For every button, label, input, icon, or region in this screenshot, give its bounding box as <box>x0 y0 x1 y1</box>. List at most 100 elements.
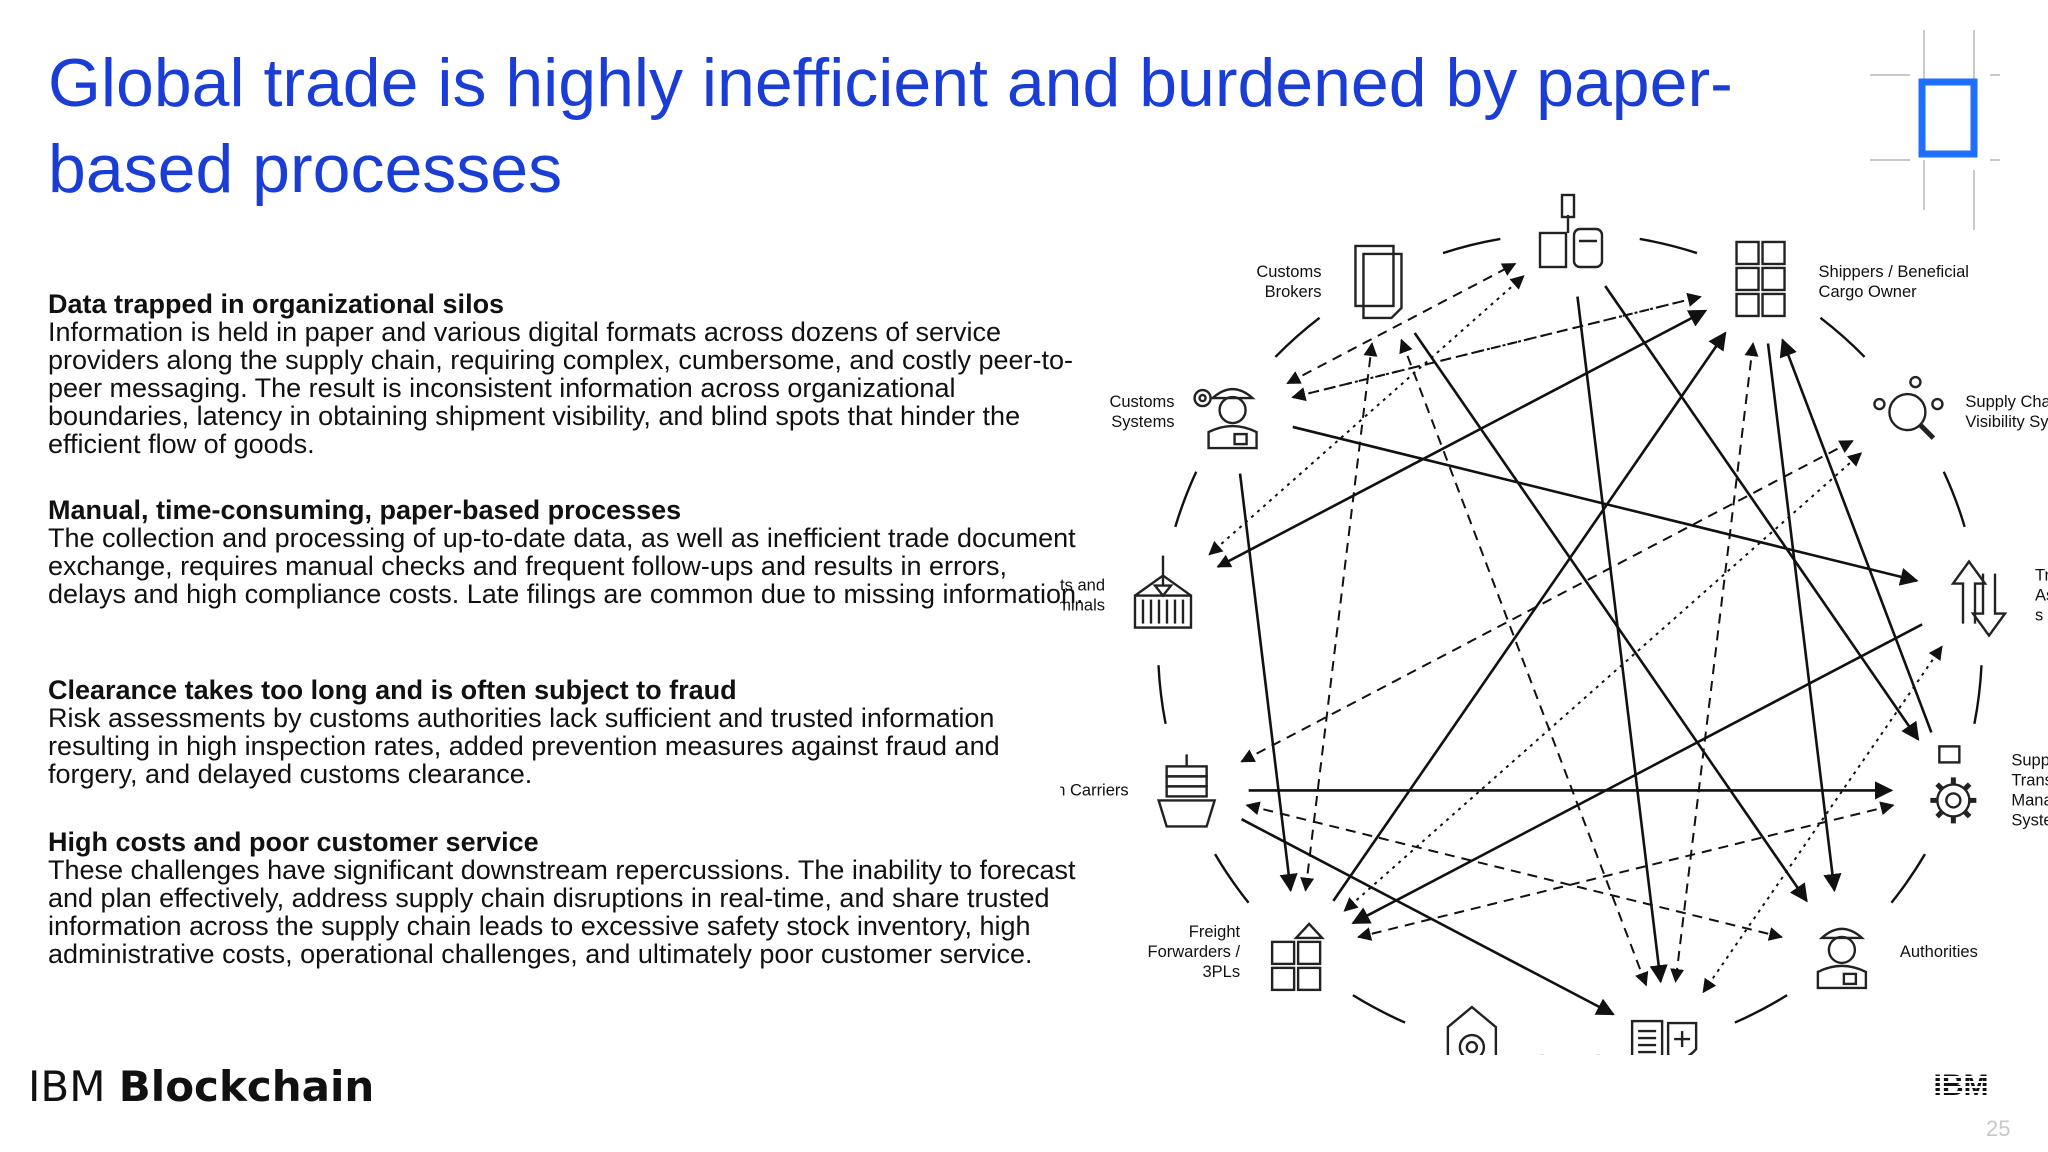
node-financial: Financial /Insurance Services <box>1630 1019 1698 1055</box>
node-visibility: Supply ChainVisibility Systems <box>1873 375 2048 440</box>
edge-dashed <box>1245 801 1784 941</box>
ecosystem-diagram: Inland TransportationShippers / Benefici… <box>1060 193 2048 1055</box>
node-authorities: Authorities <box>1816 927 1978 990</box>
node-label: Visibility Systems <box>1965 413 2048 431</box>
node-label: Trade <box>2035 567 2048 585</box>
node-label: Management <box>2011 791 2048 809</box>
section-body: These challenges have significant downst… <box>48 855 1076 969</box>
node-tms: Supply Chain / TransportationManagementSy… <box>1930 745 2048 829</box>
node-pcs: Port CommunitySystems; TerminalOperating… <box>1446 1005 1498 1055</box>
brand-bold: Blockchain <box>118 1062 375 1111</box>
connection-lines <box>1208 262 1943 1016</box>
section-heading: Clearance takes too long and is often su… <box>48 675 737 705</box>
node-label: Authorities <box>1900 943 1978 961</box>
ring-arc <box>1639 237 1698 255</box>
ship-icon <box>1157 754 1217 828</box>
ring-arc <box>1174 471 1198 528</box>
node-label: Cargo Owner <box>1819 283 1918 301</box>
edge-solid <box>1413 332 1808 903</box>
brand-light: IBM <box>28 1062 106 1111</box>
node-label: Association <box>2035 587 2048 605</box>
node-label: Customs <box>1256 263 1321 281</box>
gear-house-icon <box>1446 1005 1498 1055</box>
arrows-updown-icon <box>1950 559 2008 638</box>
node-label: Transportation <box>2011 771 2048 789</box>
node-ocean: Ocean Carriers <box>1060 754 1217 828</box>
section-heading: High costs and poor customer service <box>48 827 539 857</box>
svg-text:IBM: IBM <box>1934 1069 1988 1102</box>
ring-arc <box>1942 471 1966 528</box>
node-label: Brokers <box>1265 283 1322 301</box>
edge-solid <box>1604 285 1920 741</box>
container-crane-icon <box>1133 555 1193 629</box>
node-label: Systems <box>2011 811 2048 829</box>
node-label: Systems <box>1111 413 1174 431</box>
page-title: Global trade is highly inefficient and b… <box>48 45 1733 207</box>
ring-arc <box>1274 316 1321 358</box>
node-label: Supply Chain <box>1965 393 2048 411</box>
officer-gear-icon <box>1193 387 1258 450</box>
section-body: Information is held in paper and various… <box>48 317 1074 459</box>
edge-dotted <box>1343 452 1863 912</box>
edge-solid <box>1779 338 1933 733</box>
node-ports: Ports andTerminals <box>1060 555 1193 629</box>
node-label: Customs <box>1109 393 1174 411</box>
node-label: Supply Chain / <box>2011 751 2048 769</box>
ring-arc <box>1734 994 1788 1024</box>
section-clearance: Clearance takes too long and is often su… <box>48 676 1088 788</box>
brand-wordmark: IBM Blockchain <box>28 1062 374 1111</box>
node-label: Freight <box>1189 923 1241 941</box>
section-heading: Data trapped in organizational silos <box>48 289 505 319</box>
node-label: Terminals <box>1060 597 1105 615</box>
section-body: The collection and processing of up-to-d… <box>48 523 1084 609</box>
gear-box-icon <box>1930 745 1977 824</box>
edge-solid <box>1351 623 1923 925</box>
node-label: Forwarders / <box>1148 943 1241 961</box>
edge-dashed <box>1300 342 1378 892</box>
edge-solid <box>1332 331 1727 902</box>
section-silos: Data trapped in organizational silos Inf… <box>48 290 1088 458</box>
magnifier-network-icon <box>1873 375 1944 440</box>
edge-solid <box>1238 473 1298 893</box>
train-truck-icon <box>1538 193 1604 269</box>
ring-arc <box>1973 665 1983 725</box>
node-label: Ports and <box>1060 577 1105 595</box>
edge-dotted <box>1702 645 1943 994</box>
diagram-nodes: Inland TransportationShippers / Benefici… <box>1060 193 2048 1055</box>
ring-arc <box>1442 237 1501 255</box>
node-inland: Inland Transportation <box>1538 193 1604 269</box>
node-label: 3PLs <box>1203 963 1241 981</box>
ring-arc <box>1890 853 1926 904</box>
ibm-logo-icon: IBM <box>1934 1069 1988 1102</box>
node-label: s <box>2035 607 2043 625</box>
section-manual: Manual, time-consuming, paper-based proc… <box>48 496 1088 608</box>
edge-dashed <box>1399 338 1649 987</box>
node-label: Ocean Carriers <box>1060 781 1129 799</box>
boxes-arrow-icon <box>1270 922 1325 992</box>
edge-dashed <box>1356 801 1895 941</box>
section-costs: High costs and poor customer service The… <box>48 828 1088 968</box>
ring-arc <box>1352 994 1406 1024</box>
document-shield-icon <box>1630 1019 1698 1055</box>
edge-solid <box>1576 296 1668 984</box>
edge-dotted <box>1291 293 1702 402</box>
page-number: 25 <box>1986 1116 2011 1141</box>
ring-arcs <box>1157 237 1983 1055</box>
ring-arc <box>1819 316 1866 358</box>
ring-arc <box>1214 853 1250 904</box>
boxes-icon <box>1735 240 1786 318</box>
officer-icon <box>1816 927 1868 990</box>
section-body: Risk assessments by customs authorities … <box>48 703 1000 789</box>
node-trade: TradeAssociation s <box>1950 559 2048 638</box>
node-label: Shippers / Beneficial <box>1819 263 1969 281</box>
edge-solid <box>1766 343 1842 893</box>
edge-dashed <box>1670 342 1759 983</box>
corner-grid-icon <box>1870 30 2000 230</box>
section-heading: Manual, time-consuming, paper-based proc… <box>48 495 682 525</box>
documents-icon <box>1354 244 1403 320</box>
ring-arc <box>1157 665 1167 725</box>
